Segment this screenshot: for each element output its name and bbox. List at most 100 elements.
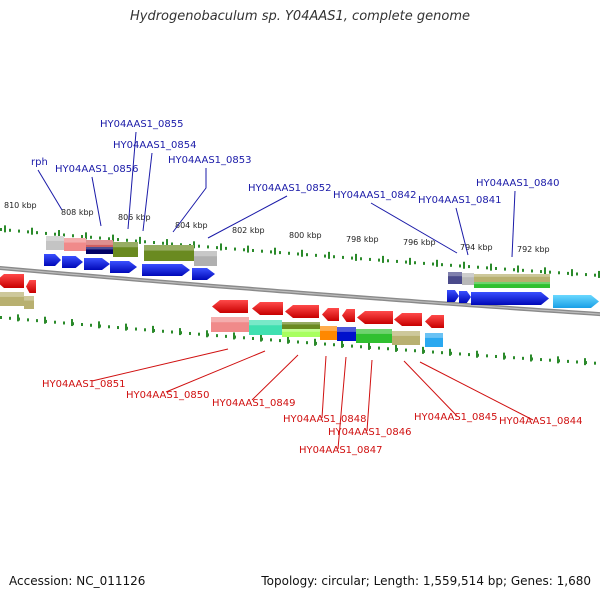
inner-major-tick bbox=[503, 352, 505, 360]
gene-label-reverse: HY04AAS1_0846 bbox=[328, 427, 411, 438]
inner-tick-dot bbox=[441, 351, 443, 355]
feature-box-rose-gloss bbox=[86, 240, 113, 245]
inner-tick-dot bbox=[135, 327, 137, 331]
outer-tick-dot bbox=[315, 253, 317, 257]
feature-box-khaki-gloss bbox=[0, 292, 24, 297]
outer-major-tick bbox=[517, 265, 519, 273]
feature-box-green-gloss bbox=[474, 282, 550, 285]
inner-tick-dot bbox=[63, 321, 65, 325]
inner-tick-dot bbox=[252, 336, 254, 340]
leader-line bbox=[207, 195, 288, 239]
feature-box-navy-gloss bbox=[86, 247, 113, 250]
outer-tick-dot bbox=[495, 266, 497, 270]
inner-tick-dot bbox=[144, 328, 146, 332]
inner-major-tick bbox=[422, 346, 424, 354]
outer-major-tick bbox=[355, 253, 357, 261]
inner-major-tick bbox=[476, 350, 478, 358]
inner-tick-dot bbox=[549, 358, 551, 362]
outer-tick-dot bbox=[18, 229, 20, 233]
inner-major-tick bbox=[449, 348, 451, 356]
leader-line bbox=[172, 168, 207, 233]
outer-tick-dot bbox=[387, 259, 389, 263]
feature-box-teal bbox=[249, 320, 282, 335]
outer-tick-dot bbox=[450, 263, 452, 267]
feature-box-green bbox=[356, 329, 392, 343]
feature-box-pink-gloss bbox=[64, 238, 86, 243]
outer-major-tick bbox=[58, 230, 60, 238]
leader-line bbox=[91, 176, 102, 227]
outer-tick-dot bbox=[531, 269, 533, 273]
forward-gene-arrow bbox=[447, 290, 459, 302]
gene-label-forward: HY04AAS1_0855 bbox=[100, 119, 183, 130]
feature-box-orange bbox=[320, 326, 337, 340]
outer-tick-dot bbox=[234, 247, 236, 251]
inner-major-tick bbox=[368, 342, 370, 350]
inner-major-tick bbox=[17, 314, 19, 322]
outer-tick-dot bbox=[396, 259, 398, 263]
feature-box-blue bbox=[337, 327, 356, 341]
inner-major-tick bbox=[152, 325, 154, 333]
outer-tick-dot bbox=[0, 228, 2, 231]
outer-major-tick bbox=[544, 267, 546, 275]
leader-line bbox=[251, 354, 299, 401]
outer-tick-dot bbox=[126, 238, 128, 242]
inner-major-tick bbox=[557, 356, 559, 364]
inner-tick-dot bbox=[81, 323, 83, 327]
leader-line bbox=[419, 361, 534, 421]
outer-major-tick bbox=[247, 245, 249, 253]
outer-tick-dot bbox=[252, 248, 254, 252]
outer-tick-dot bbox=[369, 257, 371, 261]
feature-box-khaki bbox=[392, 331, 420, 345]
outer-tick-dot bbox=[279, 251, 281, 255]
feature-box-blue-gloss bbox=[337, 327, 356, 332]
outer-tick-dot bbox=[423, 261, 425, 265]
inner-tick-dot bbox=[405, 348, 407, 352]
leader-line bbox=[142, 152, 153, 232]
outer-major-tick bbox=[409, 257, 411, 265]
feature-box-khaki bbox=[474, 274, 550, 282]
outer-tick-dot bbox=[441, 263, 443, 267]
outer-tick-dot bbox=[171, 242, 173, 246]
inner-tick-dot bbox=[333, 343, 335, 347]
feature-box-olive bbox=[282, 322, 320, 329]
inner-tick-dot bbox=[189, 331, 191, 335]
inner-tick-dot bbox=[513, 356, 515, 360]
inner-tick-dot bbox=[108, 325, 110, 329]
outer-major-tick bbox=[328, 251, 330, 259]
tick-label-kbp: 798 kbp bbox=[346, 235, 379, 244]
outer-tick-dot bbox=[414, 261, 416, 265]
gene-label-forward: HY04AAS1_0852 bbox=[248, 183, 331, 194]
outer-tick-dot bbox=[585, 273, 587, 277]
gene-label-reverse: HY04AAS1_0851 bbox=[42, 379, 125, 390]
inner-tick-dot bbox=[279, 339, 281, 343]
leader-line bbox=[370, 202, 458, 254]
inner-tick-dot bbox=[198, 332, 200, 336]
inner-tick-dot bbox=[576, 360, 578, 364]
outer-major-tick bbox=[571, 269, 573, 277]
gene-label-forward: rph bbox=[31, 157, 48, 168]
reverse-gene-arrow bbox=[252, 302, 283, 315]
inner-tick-dot bbox=[54, 320, 56, 324]
reverse-gene-arrow bbox=[0, 274, 24, 288]
feature-box-teal-gloss bbox=[249, 320, 282, 326]
outer-tick-dot bbox=[351, 256, 353, 260]
tick-label-kbp: 792 kbp bbox=[517, 245, 550, 254]
inner-tick-dot bbox=[360, 345, 362, 349]
outer-tick-dot bbox=[297, 252, 299, 256]
inner-tick-dot bbox=[297, 340, 299, 344]
leader-line bbox=[366, 359, 373, 432]
outer-major-tick bbox=[382, 255, 384, 263]
forward-gene-arrow bbox=[44, 254, 61, 266]
gene-label-forward: HY04AAS1_0853 bbox=[168, 155, 251, 166]
outer-major-tick bbox=[112, 234, 114, 242]
gene-label-forward: HY04AAS1_0856 bbox=[55, 164, 138, 175]
inner-tick-dot bbox=[567, 359, 569, 363]
feature-box-pink bbox=[64, 238, 86, 251]
inner-tick-dot bbox=[0, 316, 2, 319]
forward-gene-arrow bbox=[459, 291, 471, 303]
outer-major-tick bbox=[31, 227, 33, 235]
outer-tick-dot bbox=[54, 232, 56, 236]
inner-tick-dot bbox=[522, 356, 524, 360]
outer-tick-dot bbox=[153, 241, 155, 245]
